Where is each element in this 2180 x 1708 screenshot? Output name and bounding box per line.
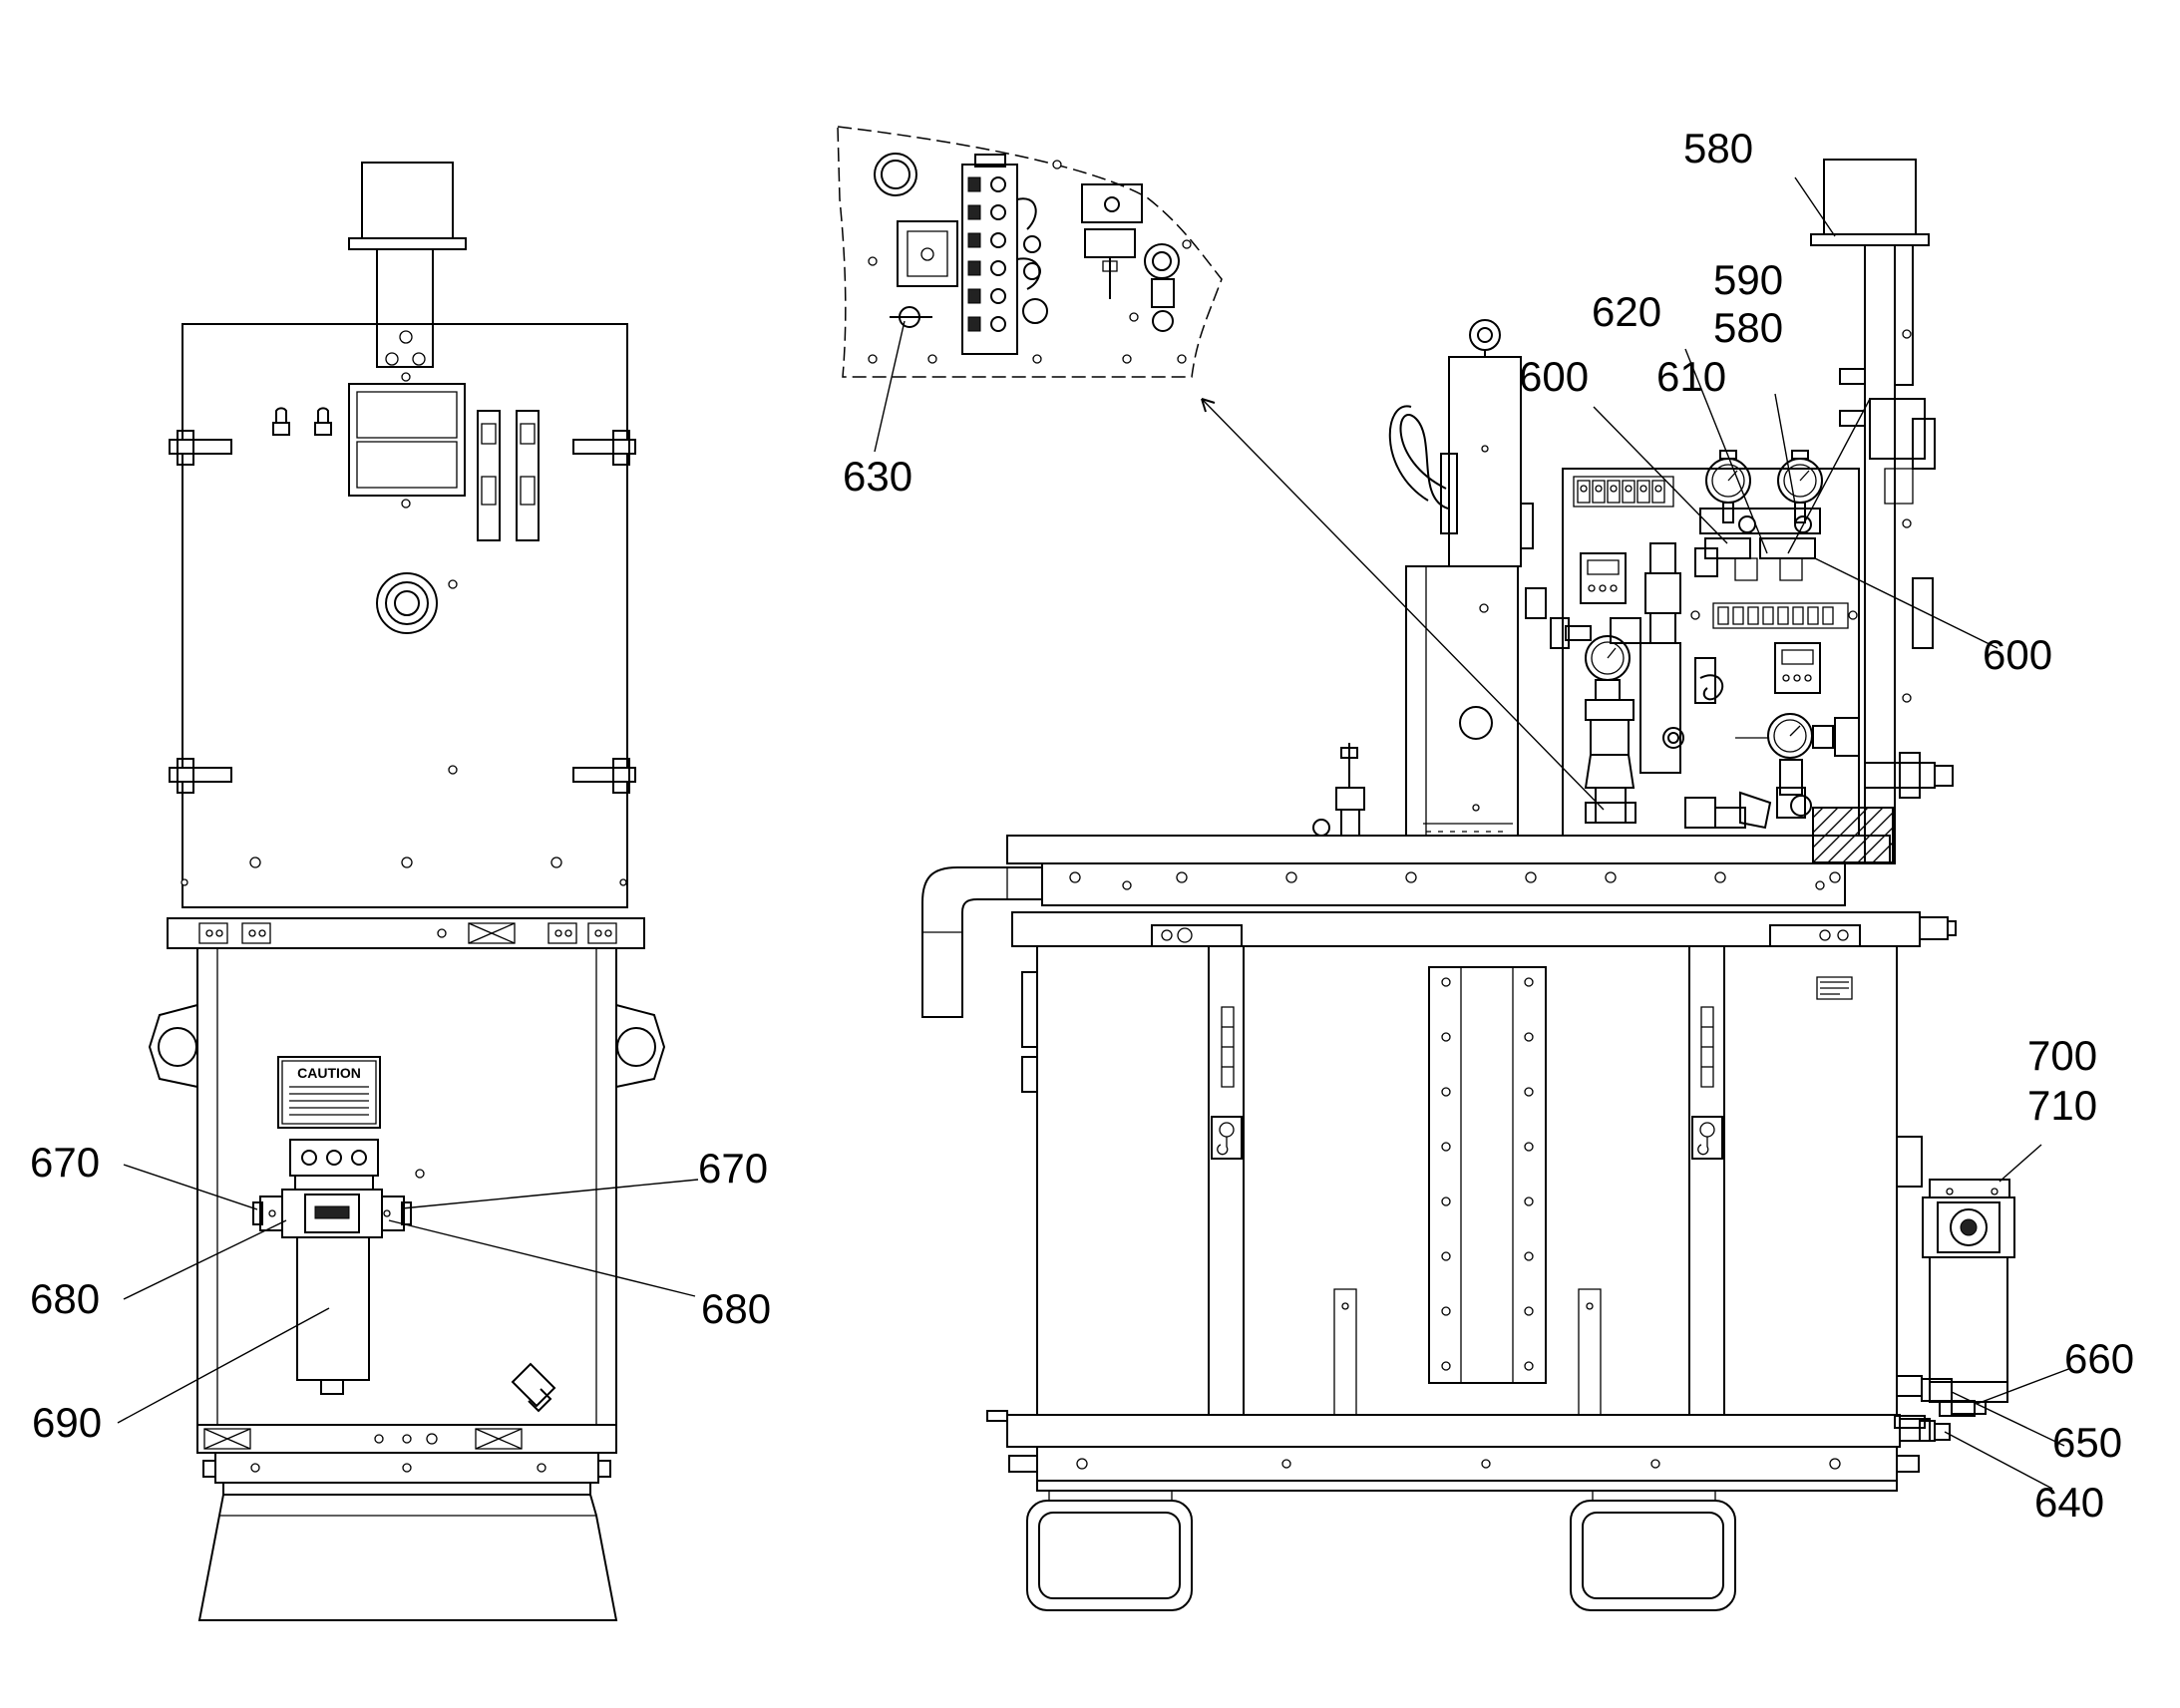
main-body-frame [1037, 946, 1897, 1415]
callout-610: 610 [1656, 353, 1726, 400]
left-stack-neck [377, 249, 433, 367]
callout-600-left: 600 [1519, 353, 1589, 400]
callout-670-left: 670 [30, 1139, 100, 1186]
left-fitting-1 [478, 411, 500, 540]
reservoir [1406, 566, 1518, 836]
valve-back-panel [1563, 469, 1859, 836]
filter-bowl [297, 1237, 369, 1380]
inset-round-connector [875, 154, 916, 195]
filter-bowl-700 [1930, 1257, 2007, 1382]
right-stack-cap [1824, 160, 1916, 234]
lower-frame-rail [1007, 1415, 1900, 1447]
inset-valve-head [1082, 184, 1142, 222]
breather-fitting [513, 1364, 554, 1406]
elbow-pipe [922, 867, 1042, 1017]
callout-680-left: 680 [30, 1275, 100, 1322]
callout-710: 710 [2027, 1082, 2097, 1129]
center-cover-plate [1429, 967, 1546, 1383]
filter-indicator-block [290, 1140, 378, 1176]
filter-head-bracket [1930, 1180, 2009, 1197]
left-inspection-window [349, 384, 465, 496]
left-base-skirt [199, 1495, 616, 1620]
right-leaders [1594, 177, 2071, 1489]
data-plate [1817, 977, 1852, 999]
detail-inset-boundary [838, 127, 1222, 377]
callout-660: 660 [2064, 1335, 2134, 1382]
detail-arrow [1202, 399, 1604, 810]
callout-590: 590 [1713, 256, 1783, 303]
callout-620: 620 [1592, 288, 1661, 335]
caution-label: CAUTION [297, 1065, 361, 1081]
hydraulic-hose [1401, 415, 1448, 509]
callout-680-right: 680 [701, 1285, 771, 1332]
lift-point-right [1692, 1117, 1722, 1159]
left-upper-enclosure [182, 324, 627, 907]
callout-580-top: 580 [1683, 125, 1753, 171]
left-lower-frame [197, 948, 616, 1425]
inset-bracket [898, 221, 957, 286]
right-column [1865, 245, 1895, 863]
lift-point-left [1212, 1117, 1242, 1159]
callout-670-right: 670 [698, 1145, 768, 1192]
left-latches [170, 431, 635, 793]
left-center-gland [377, 573, 437, 633]
callout-690: 690 [32, 1399, 102, 1446]
callout-650: 650 [2052, 1419, 2122, 1466]
right-side-view [922, 160, 2014, 1610]
fork-pocket-right [1571, 1501, 1735, 1610]
callout-700: 700 [2027, 1032, 2097, 1079]
left-fitting-2 [517, 411, 539, 540]
hydraulic-cylinder [1449, 357, 1521, 566]
callout-630: 630 [843, 453, 912, 500]
fork-pocket-left [1027, 1501, 1192, 1610]
leader-630 [875, 321, 905, 452]
left-leaders [118, 1165, 698, 1423]
left-stack-cap [362, 163, 453, 238]
callout-600-right: 600 [1983, 631, 2052, 678]
upper-frame-rail [1012, 912, 1920, 946]
digital-controller-2 [1775, 643, 1820, 693]
callouts: 580 590 580 620 600 610 630 600 670 670 … [30, 125, 2134, 1526]
left-front-view: CAUTION [150, 163, 664, 1620]
callout-580-mid: 580 [1713, 304, 1783, 351]
digital-controller-1 [1581, 553, 1626, 603]
callout-640: 640 [2034, 1479, 2104, 1526]
detail-inset [838, 127, 1222, 377]
caution-plate [278, 1057, 380, 1128]
main-deck [1007, 836, 1890, 863]
